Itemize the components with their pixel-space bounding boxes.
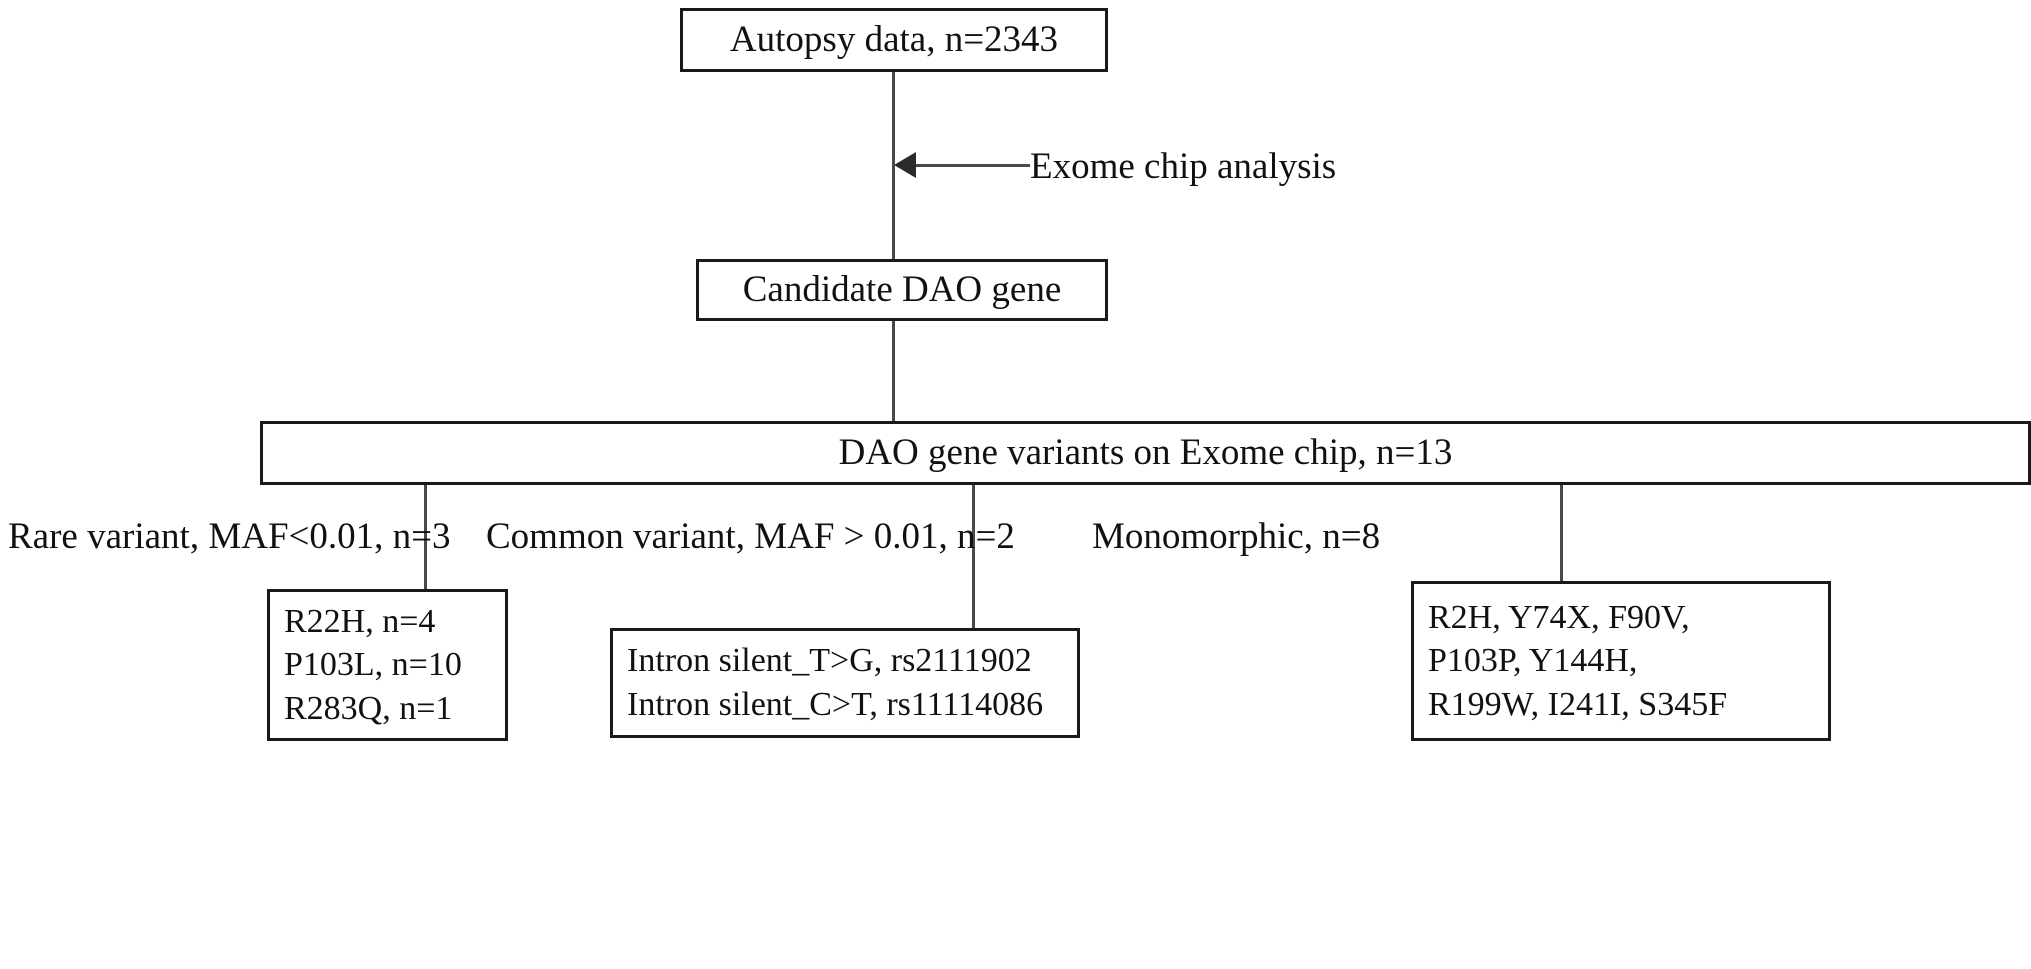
connector-variants-to-rare-box xyxy=(424,485,427,593)
arrow-shaft xyxy=(916,163,1030,167)
node-common-variants-lines: Intron silent_T>G, rs2111902 Intron sile… xyxy=(613,639,1077,726)
rare-variant-line-2: P103L, n=10 xyxy=(284,646,462,684)
node-monomorphic-variants-list: R2H, Y74X, F90V, P103P, Y144H, R199W, I2… xyxy=(1411,581,1831,741)
common-variant-line-1: Intron silent_T>G, rs2111902 xyxy=(627,642,1032,680)
connector-candidate-to-variants xyxy=(892,321,895,421)
connector-autopsy-to-candidate xyxy=(892,72,895,335)
connector-variants-to-common-box xyxy=(972,485,975,628)
node-rare-variants-lines: R22H, n=4 P103L, n=10 R283Q, n=1 xyxy=(270,600,505,731)
arrow-head-left-icon xyxy=(894,152,916,178)
node-dao-gene-variants: DAO gene variants on Exome chip, n=13 xyxy=(260,421,2031,485)
node-common-variants-list: Intron silent_T>G, rs2111902 Intron sile… xyxy=(610,628,1080,738)
edge-label-common-variant: Common variant, MAF > 0.01, n=2 xyxy=(486,516,1015,557)
monomorphic-line-2: P103P, Y144H, xyxy=(1428,642,1638,680)
monomorphic-line-1: R2H, Y74X, F90V, xyxy=(1428,598,1690,636)
edge-label-rare-variant: Rare variant, MAF<0.01, n=3 xyxy=(8,516,451,557)
rare-variant-line-3: R283Q, n=1 xyxy=(284,689,453,727)
node-candidate-dao-gene-label: Candidate DAO gene xyxy=(742,269,1062,311)
node-autopsy-data-label: Autopsy data, n=2343 xyxy=(729,19,1059,61)
edge-label-monomorphic: Monomorphic, n=8 xyxy=(1092,516,1381,557)
rare-variant-line-1: R22H, n=4 xyxy=(284,602,436,640)
node-autopsy-data: Autopsy data, n=2343 xyxy=(680,8,1108,72)
node-candidate-dao-gene: Candidate DAO gene xyxy=(696,259,1108,321)
connector-variants-to-mono-box xyxy=(1560,485,1563,581)
node-rare-variants-list: R22H, n=4 P103L, n=10 R283Q, n=1 xyxy=(267,589,508,741)
node-monomorphic-variants-lines: R2H, Y74X, F90V, P103P, Y144H, R199W, I2… xyxy=(1414,596,1828,727)
common-variant-line-2: Intron silent_C>T, rs11114086 xyxy=(627,686,1044,723)
node-dao-gene-variants-label: DAO gene variants on Exome chip, n=13 xyxy=(838,432,1453,474)
monomorphic-line-3: R199W, I241I, S345F xyxy=(1428,685,1728,723)
arrow-exome-chip-analysis xyxy=(894,152,1030,178)
edge-label-exome-chip-analysis: Exome chip analysis xyxy=(1030,146,1337,187)
